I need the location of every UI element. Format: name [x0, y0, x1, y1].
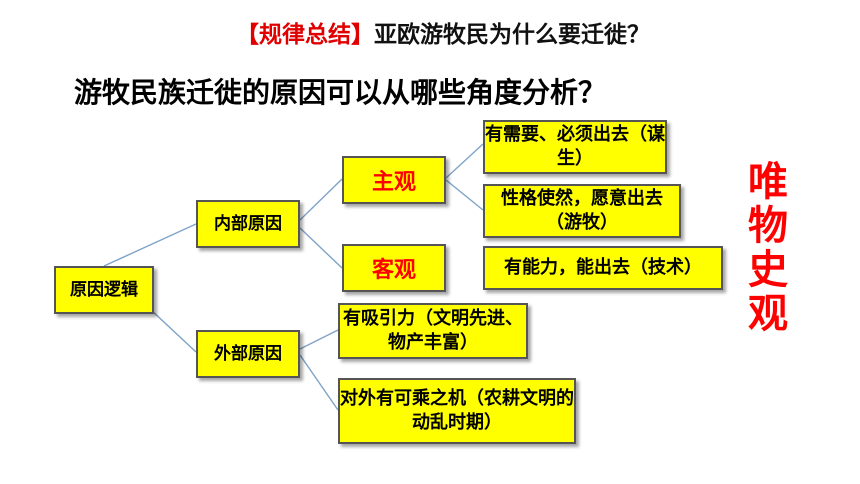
internal-cause-label: 内部原因	[214, 214, 282, 234]
link-subjective-need	[445, 143, 484, 179]
attraction-label: 有吸引力（文明先进、物产丰富）	[343, 308, 523, 353]
external-cause-node: 外部原因	[196, 330, 300, 378]
slide-header: 【规律总结】亚欧游牧民为什么要迁徙？	[236, 16, 796, 54]
opportunity-label: 对外有可乘之机（农耕文明的动乱时期）	[340, 388, 574, 433]
external-cause-label: 外部原因	[214, 344, 282, 364]
opportunity-node: 对外有可乘之机（农耕文明的动乱时期）	[338, 378, 576, 444]
link-external-attraction	[299, 329, 339, 350]
header-tag: 【规律总结】	[236, 22, 374, 48]
internal-cause-node: 内部原因	[196, 200, 300, 248]
link-subjective-nature	[445, 179, 484, 211]
need-node: 有需要、必须出去（谋生）	[483, 120, 667, 174]
link-internal-objective	[299, 227, 343, 269]
side-label: 唯物史观	[748, 159, 788, 337]
subjective-node: 主观	[342, 156, 446, 204]
need-label: 有需要、必须出去（谋生）	[485, 124, 665, 169]
subjective-label: 主观	[371, 170, 416, 195]
ability-label: 有能力，能出去（技术）	[504, 257, 702, 278]
root-node-label: 原因逻辑	[70, 280, 138, 300]
link-root-internal	[103, 223, 197, 267]
root-node: 原因逻辑	[54, 266, 154, 314]
attraction-node: 有吸引力（文明先进、物产丰富）	[338, 303, 528, 359]
main-question: 游牧民族迁徙的原因可以从哪些角度分析？	[74, 76, 607, 109]
ability-node: 有能力，能出去（技术）	[483, 246, 723, 290]
nature-node: 性格使然，愿意出去（游牧）	[483, 184, 681, 238]
header-question: 亚欧游牧民为什么要迁徙？	[374, 22, 650, 48]
link-internal-subjective	[299, 178, 343, 221]
objective-label: 客观	[371, 258, 416, 283]
objective-node: 客观	[342, 244, 446, 292]
nature-label: 性格使然，愿意出去（游牧）	[501, 188, 663, 233]
link-external-opportunity	[299, 354, 339, 411]
